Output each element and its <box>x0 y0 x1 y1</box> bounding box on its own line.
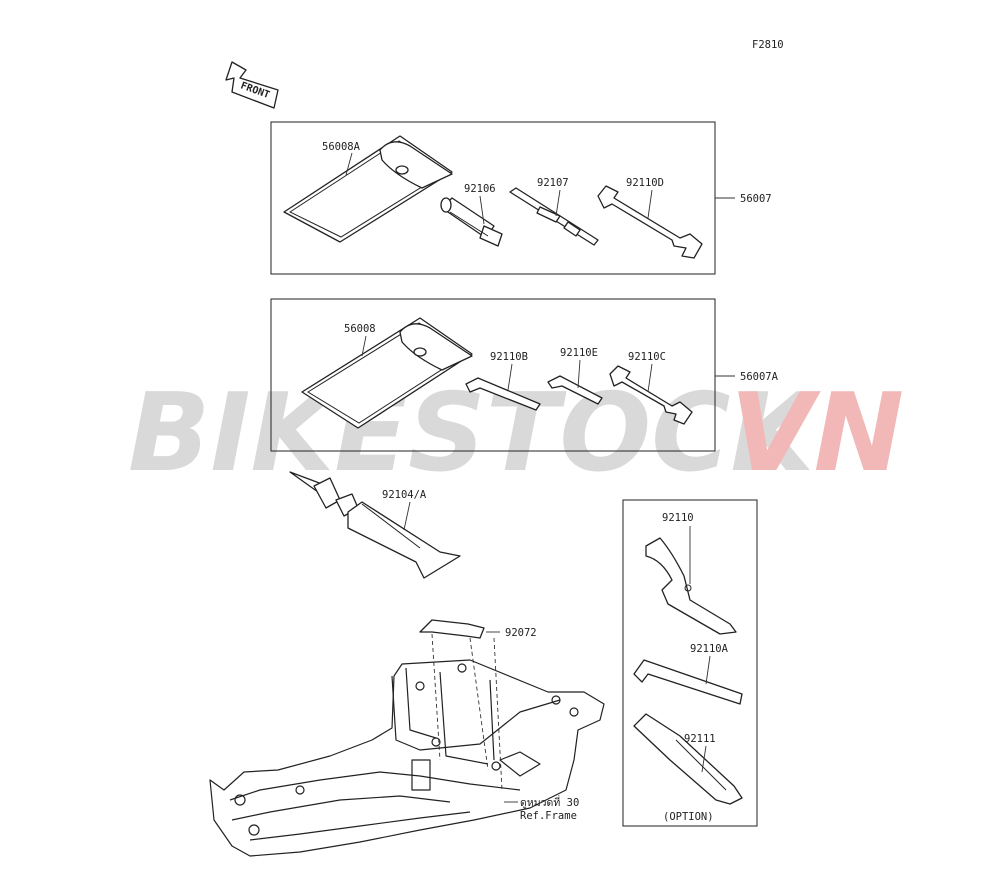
watermark-part1: BIKESTOCK <box>128 371 821 496</box>
strap-92072: 92072 <box>419 619 537 791</box>
watermark-part2: VN <box>730 371 904 496</box>
frame-ref-line2: Ref.Frame <box>520 810 577 822</box>
label-92110: 92110 <box>662 512 694 524</box>
frame-outline: ดูหมวดที่ 30 Ref.Frame <box>209 659 605 857</box>
hex-key-92110E <box>547 375 603 405</box>
hex-key-92110A <box>633 659 743 705</box>
watermark: BIKESTOCK VN <box>128 371 904 496</box>
tool-pouch-56008 <box>301 317 473 429</box>
hook-spanner-92110 <box>645 537 737 635</box>
option-box-border <box>622 499 758 827</box>
tool-pouch-56008A <box>283 135 453 243</box>
driver-92107 <box>509 187 599 246</box>
label-92110A: 92110A <box>690 643 729 655</box>
kit-number-56007: 56007 <box>740 193 772 205</box>
option-caption: (OPTION) <box>663 811 714 823</box>
label-92111: 92111 <box>684 733 716 745</box>
label-92110E: 92110E <box>560 347 598 359</box>
label-92110D: 92110D <box>626 177 664 189</box>
label-92106: 92106 <box>464 183 496 195</box>
kit-box-lower <box>270 298 716 452</box>
option-box: 92110 92110A 92111 (OPTION) <box>622 499 758 827</box>
plug-tool-92106 <box>440 197 503 247</box>
label-92107: 92107 <box>537 177 569 189</box>
figure-code: F2810 <box>752 39 784 51</box>
label-92110C: 92110C <box>628 351 666 363</box>
wrench-92110D <box>597 185 703 259</box>
label-92110B: 92110B <box>490 351 528 363</box>
wrench-92110C <box>609 365 693 425</box>
tool-kit-56007: 56007 56008A 92106 92107 <box>270 121 772 275</box>
label-56008: 56008 <box>344 323 376 335</box>
label-92072: 92072 <box>505 627 537 639</box>
frame-ref-line1: ดูหมวดที่ 30 <box>520 795 579 809</box>
label-56008A: 56008A <box>322 141 361 153</box>
handle-92111 <box>633 713 743 805</box>
hex-key-92110B <box>465 377 541 411</box>
tool-kit-56007A: 56007A 56008 92110B 92110E 92110C <box>270 298 779 452</box>
front-arrow-icon: FRONT <box>225 61 279 109</box>
repair-kit-92104A: 92104/A <box>289 471 461 579</box>
kit-number-56007A: 56007A <box>740 371 779 383</box>
label-92104A: 92104/A <box>382 489 427 501</box>
